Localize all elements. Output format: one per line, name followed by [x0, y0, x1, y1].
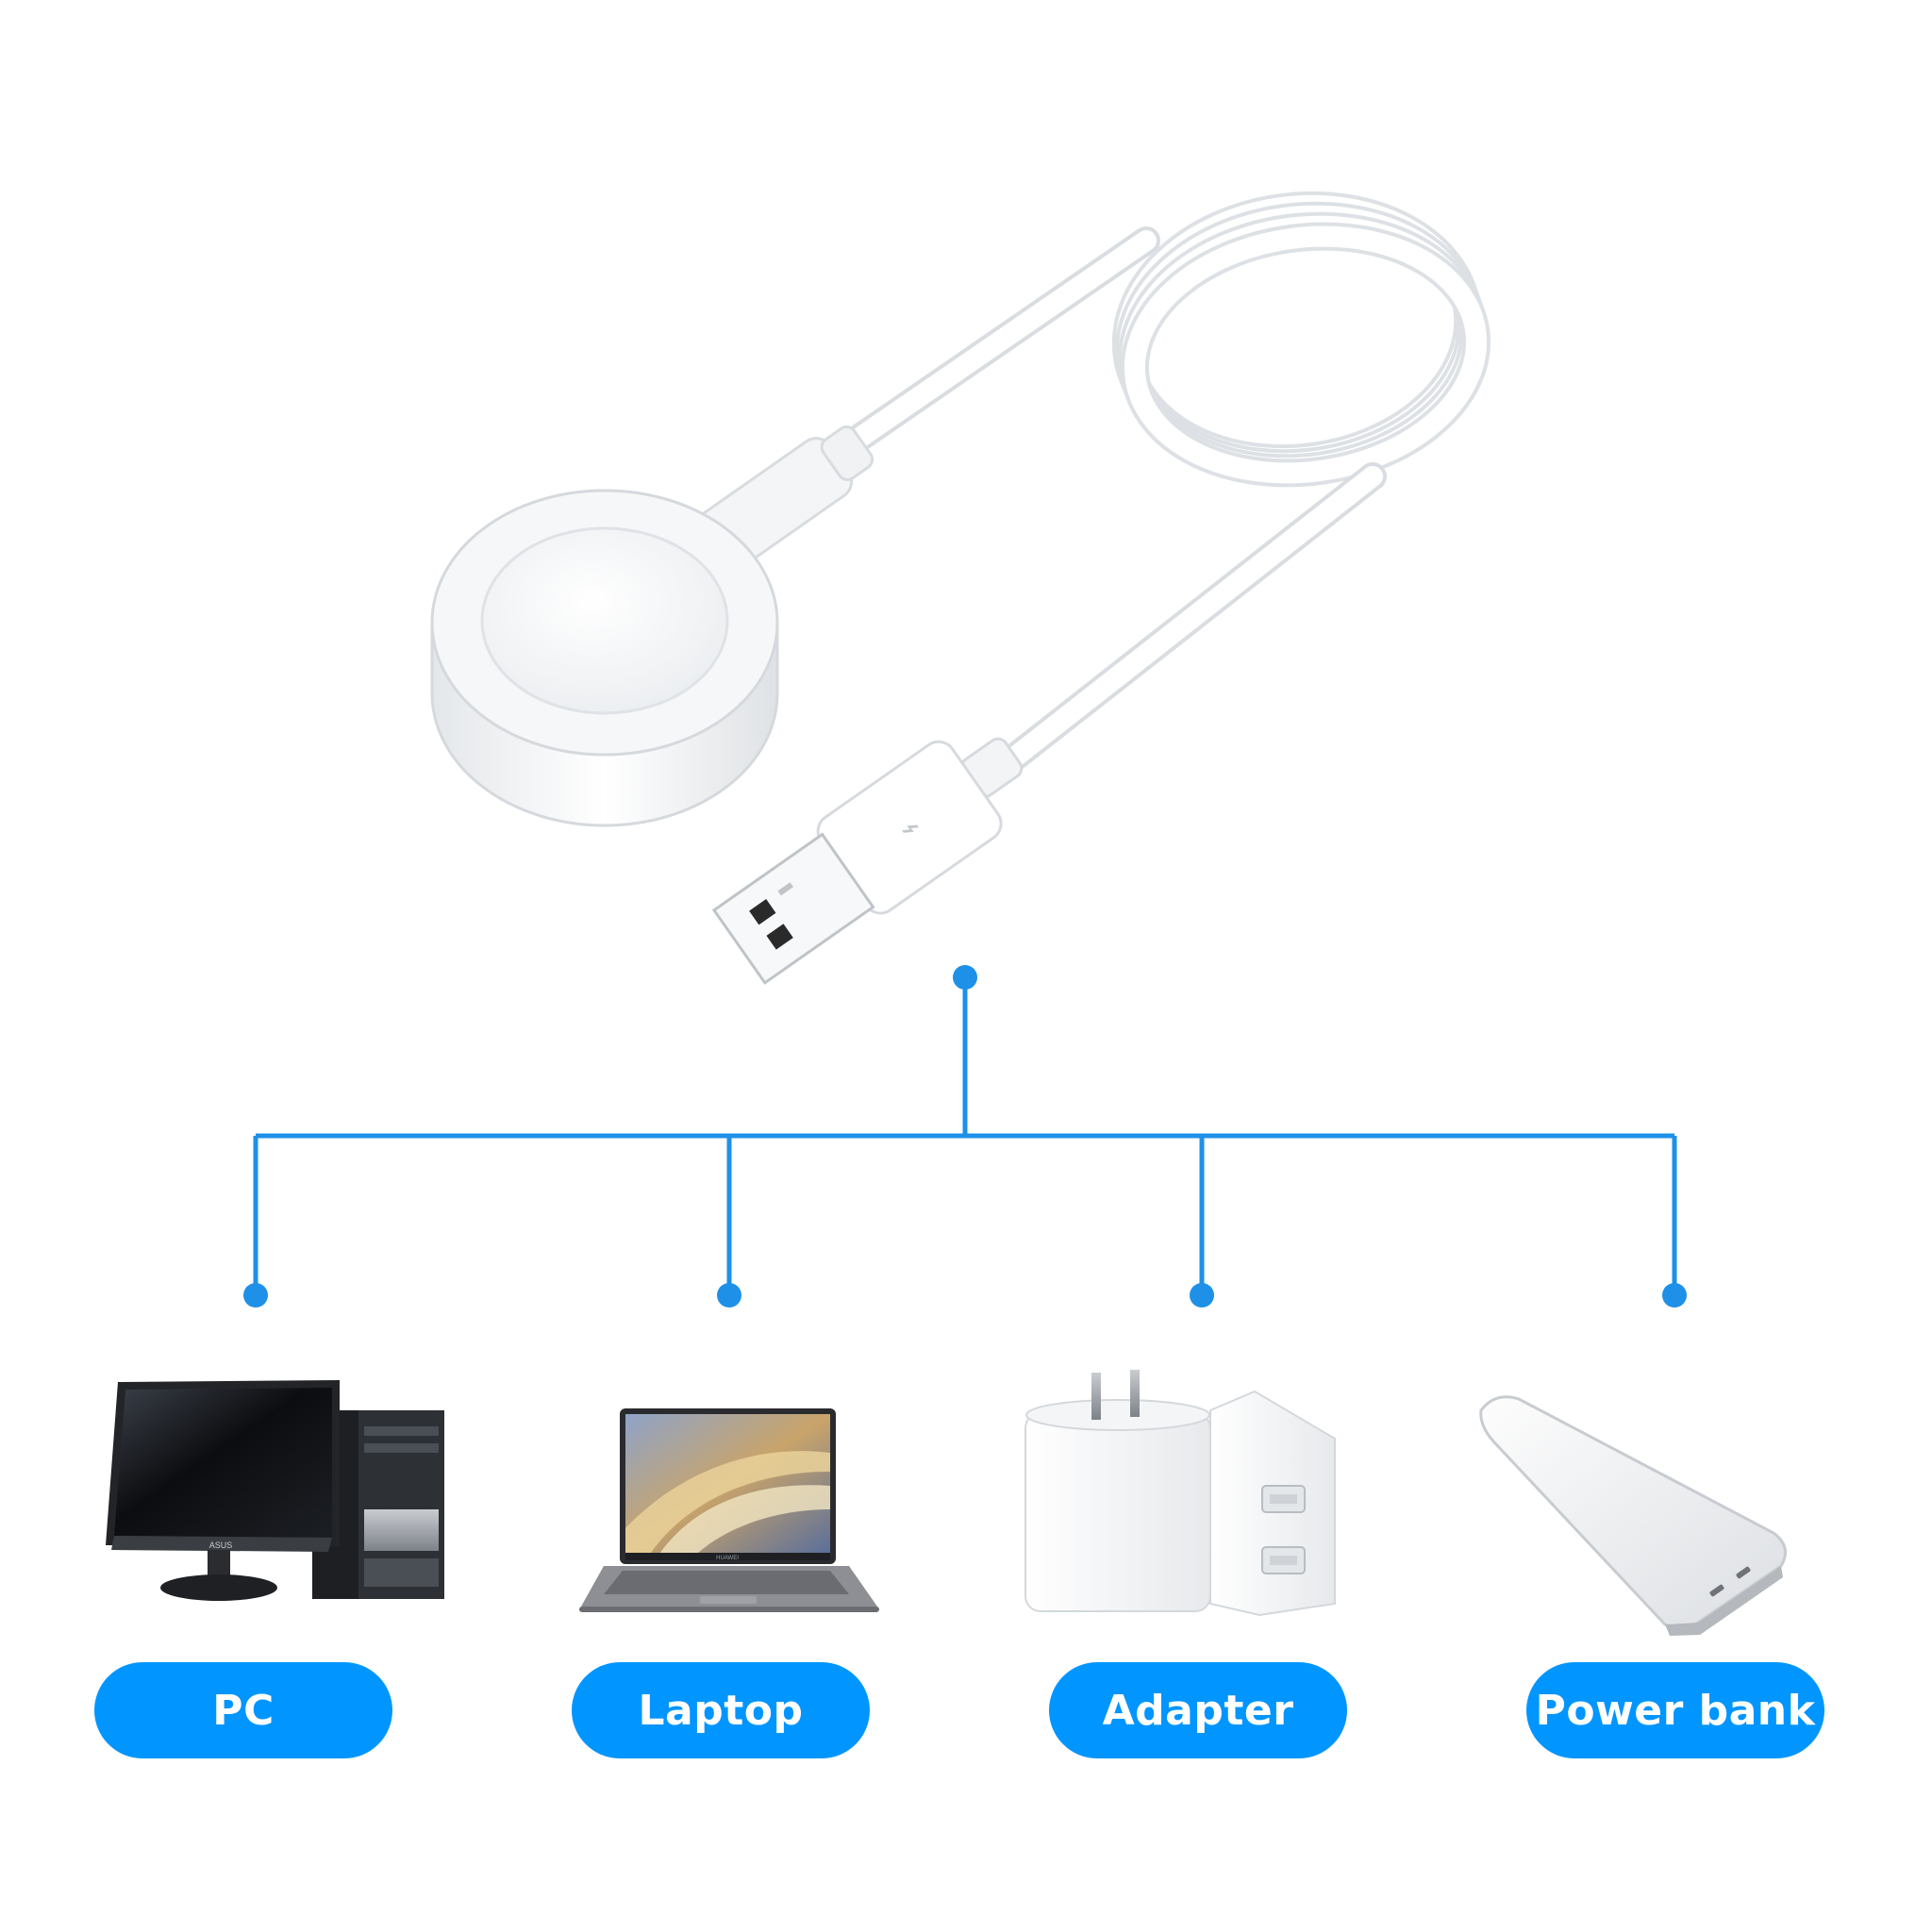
connector-dot-pc	[243, 1283, 268, 1307]
device-label-adapter: Adapter	[1049, 1662, 1347, 1758]
laptop-icon: HUAWEI	[579, 1408, 879, 1612]
usb-plug: ⌁	[711, 737, 1024, 985]
device-label-laptop-text: Laptop	[638, 1686, 804, 1735]
pc-brand-label: ASUS	[209, 1541, 233, 1550]
power-bank-icon	[1479, 1395, 1787, 1636]
device-label-adapter-text: Adapter	[1102, 1686, 1294, 1735]
device-label-pc: PC	[94, 1662, 392, 1758]
device-label-pc-text: PC	[212, 1686, 275, 1735]
desktop-pc-icon: ASUS	[106, 1380, 444, 1601]
device-label-powerbank: Power bank	[1526, 1662, 1824, 1758]
connector-dot-adapter	[1190, 1283, 1214, 1307]
device-label-powerbank-text: Power bank	[1535, 1686, 1816, 1735]
charging-pad	[430, 489, 779, 827]
wall-adapter-icon	[1024, 1370, 1336, 1617]
connector-dot-laptop	[717, 1283, 741, 1307]
connector-dot-powerbank	[1662, 1283, 1687, 1307]
charger-cable-icon: ⌁	[430, 191, 1491, 985]
connector-tree	[243, 965, 1687, 1307]
laptop-brand-label: HUAWEI	[716, 1556, 739, 1561]
device-label-laptop: Laptop	[572, 1662, 870, 1758]
